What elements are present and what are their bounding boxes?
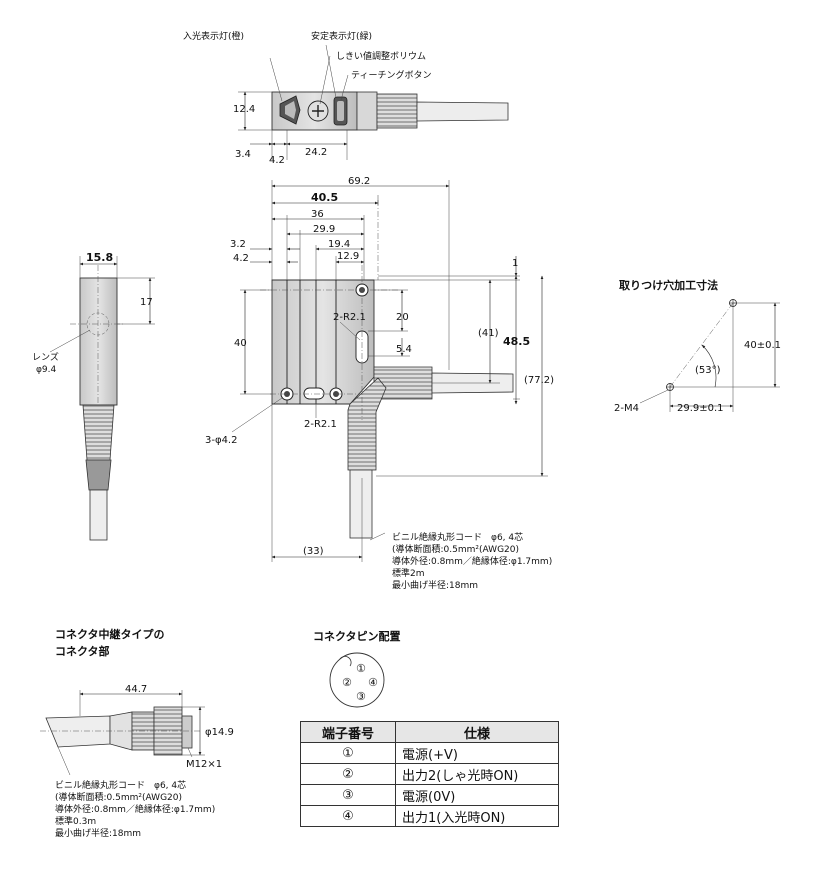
table-row: ② 出力2(しゃ光時ON) [300, 763, 559, 785]
lens-label: レンズ [32, 351, 59, 363]
front-dim-77-2: (77.2) [524, 375, 554, 386]
front-dim-3-2: 3.2 [230, 239, 246, 250]
mounting-dim-angle: (53°) [695, 365, 721, 376]
terminal-no: ① [300, 742, 396, 764]
cable-spec-line5: 最小曲げ半径:18mm [392, 579, 478, 591]
top-view-connector [356, 91, 378, 131]
top-view-cable-knurl [376, 93, 418, 129]
incident-led-inner [285, 101, 296, 119]
table-row: ③ 電源(0V) [300, 784, 559, 806]
header-terminal-no: 端子番号 [300, 721, 396, 743]
front-dim-19-4: 19.4 [328, 239, 350, 250]
front-dim-41: (41) [478, 328, 499, 339]
cable-spec-line4: 標準2m [392, 567, 425, 579]
front-view: 69.2 40.5 36 29.9 19.4 12.9 3.2 4.2 1 40 [205, 176, 554, 591]
header-spec: 仕様 [395, 721, 559, 743]
front-strain-relief [347, 377, 387, 471]
incident-led-label: 入光表示灯(橙) [183, 30, 244, 42]
pin-3: ③ [356, 690, 366, 703]
front-dim-20: 20 [396, 312, 409, 323]
terminal-spec: 電源(+V) [395, 742, 559, 764]
teach-button-inner [337, 101, 344, 121]
front-dim-29-9: 29.9 [313, 224, 335, 235]
connector-title-line1: コネクタ中継タイプの [55, 627, 165, 641]
connector-cable-line1: ビニル絶縁丸形コード φ6, 4芯 [55, 779, 186, 791]
terminal-no: ④ [300, 805, 396, 827]
connector-cable [45, 715, 111, 748]
cable-spec-line3: 導体外径:0.8mm／絶縁体径:φ1.7mm) [392, 555, 552, 567]
terminal-no: ② [300, 763, 396, 785]
cable-spec-line2: (導体断面積:0.5mm²(AWG20) [392, 543, 519, 555]
teach-button-label: ティーチングボタン [351, 69, 431, 81]
mounting-title: 取りつけ穴加工寸法 [619, 278, 718, 292]
connector-dim-dia: φ14.9 [205, 727, 234, 738]
lens-dia-label: φ9.4 [36, 365, 57, 375]
front-dim-body: 40.5 [311, 191, 338, 204]
front-cable-down [349, 469, 373, 539]
pin-layout-title: コネクタピン配置 [313, 629, 401, 643]
connector-cable-line3: 導体外径:0.8mm／絶縁体径:φ1.7mm) [55, 803, 215, 815]
pin-assignment-table: 端子番号 仕様 ① 電源(+V) ② 出力2(しゃ光時ON) ③ 電源(0V) … [300, 721, 559, 827]
connector-thread [181, 715, 193, 749]
terminal-no: ③ [300, 784, 396, 806]
side-dim-width: 15.8 [86, 251, 113, 264]
slot-lower-label: 2-R2.1 [304, 419, 337, 430]
mounting-dim-vertical: 40±0.1 [744, 340, 781, 351]
mounting-screw-label: 2-M4 [614, 403, 639, 414]
top-dim-offset: 4.2 [269, 155, 285, 166]
threshold-knob-slot [312, 105, 324, 117]
pin-2: ② [342, 676, 352, 689]
pin-1: ① [356, 662, 366, 675]
front-dim-overall: 69.2 [348, 176, 370, 187]
pin-4: ④ [368, 676, 378, 689]
front-dim-36: 36 [311, 209, 324, 220]
side-view-cable [89, 489, 108, 541]
stable-led-label: 安定表示灯(緑) [311, 30, 372, 42]
top-dim-width: 24.2 [305, 147, 327, 158]
mounting-holes: 取りつけ穴加工寸法 40±0.1 29.9±0.1 (53°) 2-M4 [614, 278, 781, 414]
connector-section: コネクタ中継タイプの コネクタ部 44.7 φ14.9 M12×1 ビニル絶縁丸… [40, 627, 234, 839]
holes-label: 3-φ4.2 [205, 435, 237, 446]
side-view-boot [85, 459, 112, 491]
side-view-strain-relief [82, 404, 115, 461]
top-view-cable [416, 101, 509, 122]
connector-thread-label: M12×1 [186, 759, 222, 770]
slot-upper-label: 2-R2.1 [333, 312, 366, 323]
table-row: ① 電源(+V) [300, 742, 559, 764]
front-dim-33: (33) [303, 546, 324, 557]
side-dim-17: 17 [140, 297, 153, 308]
top-dim-height: 12.4 [233, 104, 255, 115]
terminal-spec: 出力2(しゃ光時ON) [395, 763, 559, 785]
front-dim-40: 40 [234, 338, 247, 349]
mounting-dim-horizontal: 29.9±0.1 [677, 403, 724, 414]
front-dim-5-4: 5.4 [396, 344, 412, 355]
top-dim-left: 3.4 [235, 149, 251, 160]
side-view-body [79, 277, 118, 406]
front-dim-4-2: 4.2 [233, 253, 249, 264]
slot-bottom [303, 387, 325, 400]
top-view: 入光表示灯(橙) 安定表示灯(緑) しきい値調整ボリウム ティーチングボタン 1… [183, 30, 509, 166]
table-header-row: 端子番号 仕様 [300, 721, 559, 743]
cable-spec-line1: ビニル絶縁丸形コード φ6, 4芯 [392, 531, 523, 543]
front-dim-1: 1 [512, 258, 518, 269]
side-view: 15.8 17 レンズ φ9.4 [32, 251, 155, 541]
pin-key-notch [339, 656, 352, 667]
table-row: ④ 出力1(入光時ON) [300, 805, 559, 827]
connector-cable-line5: 最小曲げ半径:18mm [55, 827, 141, 839]
front-dim-48-5: 48.5 [503, 335, 530, 348]
front-dim-12-9: 12.9 [337, 251, 359, 262]
threshold-label: しきい値調整ボリウム [336, 50, 426, 62]
connector-title-line2: コネクタ部 [55, 644, 110, 658]
connector-cable-line4: 標準0.3m [55, 815, 96, 827]
pin-layout: コネクタピン配置 ① ② ④ ③ [313, 629, 401, 708]
terminal-spec: 出力1(入光時ON) [395, 805, 559, 827]
connector-cable-line2: (導体断面積:0.5mm²(AWG20) [55, 791, 182, 803]
pin-face-circle [329, 652, 385, 708]
connector-dim-length: 44.7 [125, 684, 147, 695]
terminal-spec: 電源(0V) [395, 784, 559, 806]
